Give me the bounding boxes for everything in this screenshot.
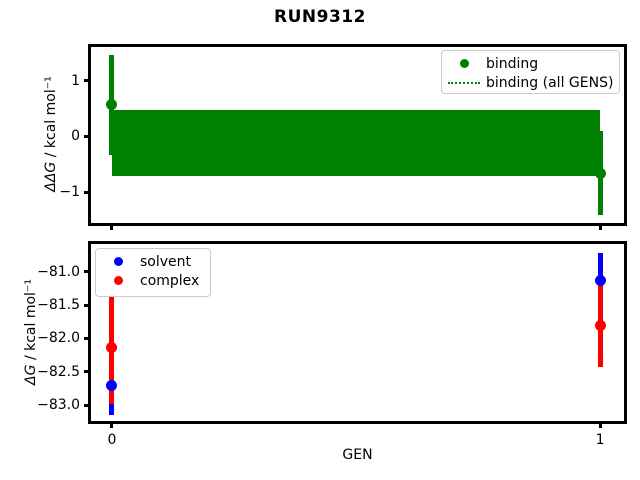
point-complex-gen1	[594, 320, 606, 332]
figure-title: RUN9312	[274, 7, 366, 27]
y-tick-mark	[84, 336, 88, 340]
y-tick-mark	[84, 134, 88, 138]
solvent-marker-icon	[96, 257, 140, 266]
y-tick-mark	[84, 79, 88, 83]
point-binding-gen1	[594, 167, 606, 179]
y-tick-mark	[84, 303, 88, 307]
y-tick-label: 1	[71, 72, 80, 89]
legend-label-complex: complex	[140, 272, 200, 289]
legend-label-solvent: solvent	[140, 253, 192, 270]
y-tick-mark	[84, 190, 88, 194]
point-solvent-gen1	[594, 275, 606, 287]
y-tick-label: −83.0	[37, 397, 80, 414]
x-tick-mark	[110, 226, 114, 230]
dotted-line-icon	[442, 81, 486, 84]
y-tick-label: −82.0	[37, 330, 80, 347]
top-legend: binding binding (all GENS)	[441, 50, 620, 94]
x-tick-mark	[110, 424, 114, 428]
y-tick-mark	[84, 270, 88, 274]
x-tick-mark	[598, 226, 602, 230]
y-tick-label: −1	[59, 184, 80, 201]
y-tick-label: −82.5	[37, 363, 80, 380]
legend-label-binding-all-gens: binding (all GENS)	[486, 74, 614, 91]
y-tick-mark	[84, 370, 88, 374]
bottom-y-axis-label-units: / kcal mol⁻¹	[23, 279, 39, 365]
y-tick-mark	[84, 403, 88, 407]
x-axis-label: GEN	[342, 447, 373, 463]
legend-row-complex: complex	[96, 271, 210, 290]
y-tick-label: −81.0	[37, 263, 80, 280]
complex-marker-icon	[96, 276, 140, 285]
x-tick-label: 1	[595, 432, 605, 448]
y-tick-label: 0	[71, 128, 80, 145]
y-tick-label: −81.5	[37, 297, 80, 314]
binding-marker-icon	[442, 59, 486, 68]
legend-row-binding: binding	[442, 54, 619, 73]
x-tick-mark	[598, 424, 602, 428]
point-solvent-gen0	[106, 379, 118, 391]
point-complex-gen0	[106, 341, 118, 353]
bottom-legend: solvent complex	[95, 248, 211, 297]
x-tick-label: 0	[107, 432, 117, 448]
legend-row-solvent: solvent	[96, 252, 210, 271]
legend-row-binding-all-gens: binding (all GENS)	[442, 73, 619, 92]
band-binding-all-gens	[111, 109, 601, 177]
legend-label-binding: binding	[486, 55, 539, 72]
point-binding-gen0	[106, 99, 118, 111]
